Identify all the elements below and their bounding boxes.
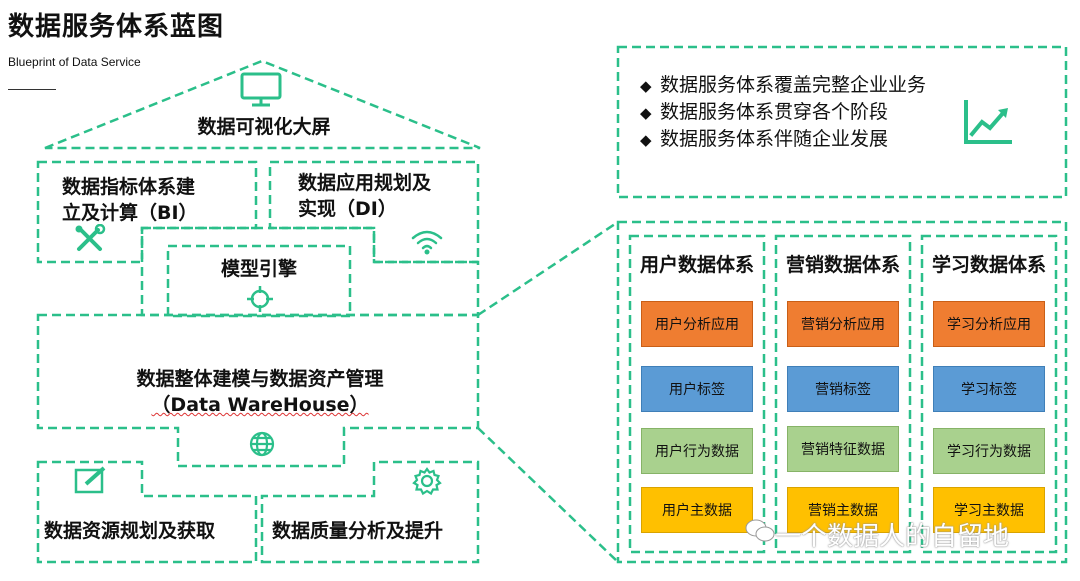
box-learning-tags: 学习标签 (933, 366, 1045, 412)
title-divider (8, 89, 56, 90)
domains-outline (616, 220, 1068, 564)
globe-icon (248, 430, 276, 462)
wechat-icon (745, 518, 775, 548)
column-outline-user (628, 234, 766, 554)
quality-label: 数据质量分析及提升 (272, 520, 444, 542)
box-marketing-features: 营销特征数据 (787, 426, 899, 472)
column-title-user: 用户数据体系 (639, 254, 754, 276)
bi-label-line1: 数据指标体系建 (62, 176, 196, 198)
bullet-text: 数据服务体系覆盖完整企业业务 (660, 74, 927, 96)
dw-outline (36, 313, 480, 468)
bullet-text: 数据服务体系伴随企业发展 (660, 128, 889, 150)
model-inner-outline (166, 244, 352, 318)
bullet-item: ◆ 数据服务体系伴随企业发展 (640, 126, 926, 153)
diamond-icon: ◆ (640, 104, 652, 122)
source-outline (36, 460, 258, 564)
bullet-text: 数据服务体系贯穿各个阶段 (660, 101, 889, 123)
wifi-icon (410, 228, 444, 260)
monitor-icon (240, 72, 282, 112)
edit-icon (74, 466, 108, 500)
dw-label: 数据整体建模与数据资产管理 （Data WareHouse） (60, 366, 460, 418)
quality-outline (260, 460, 480, 564)
bi-label-line2: 立及计算（BI） (62, 202, 198, 224)
roof-label: 数据可视化大屏 (197, 116, 331, 138)
box-user-master: 用户主数据 (641, 487, 753, 533)
roof-outline (44, 59, 481, 150)
bullet-item: ◆ 数据服务体系贯穿各个阶段 (640, 99, 926, 126)
column-title-learning: 学习数据体系 (931, 254, 1046, 276)
box-user-behavior: 用户行为数据 (641, 428, 753, 474)
dw-label-line1: 数据整体建模与数据资产管理 (136, 368, 384, 390)
column-outline-learning (920, 234, 1058, 554)
bi-label: 数据指标体系建 立及计算（BI） (62, 174, 198, 226)
box-marketing-master: 营销主数据 (787, 487, 899, 533)
page-subtitle: Blueprint of Data Service (8, 55, 141, 69)
summary-bullets: ◆ 数据服务体系覆盖完整企业业务 ◆ 数据服务体系贯穿各个阶段 ◆ 数据服务体系伴随企… (640, 72, 926, 153)
watermark-text: 一个数据人的自留地 (775, 522, 1010, 552)
di-label: 数据应用规划及 实现（DI） (298, 170, 431, 222)
di-label-line1: 数据应用规划及 (298, 172, 432, 194)
gear-icon (412, 466, 442, 500)
box-learning-behavior: 学习行为数据 (933, 428, 1045, 474)
column-title-marketing: 营销数据体系 (785, 254, 900, 276)
box-marketing-analysis: 营销分析应用 (787, 301, 899, 347)
trend-chart-icon (962, 100, 1012, 150)
box-learning-analysis: 学习分析应用 (933, 301, 1045, 347)
summary-outline (616, 45, 1068, 199)
model-label: 模型引擎 (220, 258, 297, 280)
page-title: 数据服务体系蓝图 (8, 12, 225, 42)
connector-bottom (477, 427, 619, 563)
box-user-analysis: 用户分析应用 (641, 301, 753, 347)
box-user-tags: 用户标签 (641, 366, 753, 412)
crosshair-icon (247, 286, 273, 316)
dw-label-line2: （Data WareHouse） (151, 394, 369, 416)
source-label: 数据资源规划及获取 (44, 520, 216, 542)
box-marketing-tags: 营销标签 (787, 366, 899, 412)
bullet-item: ◆ 数据服务体系覆盖完整企业业务 (640, 72, 926, 99)
di-label-line2: 实现（DI） (298, 198, 397, 220)
diamond-icon: ◆ (640, 77, 652, 95)
tools-icon (74, 223, 106, 258)
diamond-icon: ◆ (640, 131, 652, 149)
model-outline (140, 226, 480, 317)
connector-top (477, 220, 619, 317)
column-outline-marketing (774, 234, 912, 554)
box-learning-master: 学习主数据 (933, 487, 1045, 533)
